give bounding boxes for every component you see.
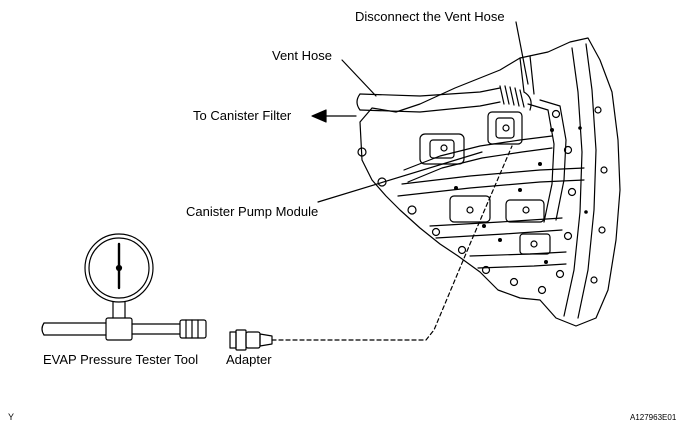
vent-hose-drawing: [356, 55, 535, 113]
arrow-head: [311, 109, 327, 123]
label-adapter: Adapter: [226, 352, 272, 367]
engine-body: [357, 37, 621, 327]
leader-vent-hose: [341, 59, 377, 97]
dashed-connection: [271, 145, 513, 341]
label-to-canister-filter: To Canister Filter: [193, 108, 292, 123]
label-vent-hose: Vent Hose: [272, 48, 332, 63]
label-disconnect-vent-hose: Disconnect the Vent Hose: [355, 9, 505, 24]
corner-mark: Y: [8, 412, 15, 422]
leader-disconnect: [515, 21, 529, 85]
label-evap-tester: EVAP Pressure Tester Tool: [43, 352, 199, 367]
label-canister-pump-module: Canister Pump Module: [186, 204, 319, 219]
figure-id: A127963E01: [630, 413, 677, 422]
adapter-drawing: [229, 329, 273, 351]
leader-pump-module: [317, 151, 483, 203]
evap-tester-drawing: [41, 233, 207, 341]
